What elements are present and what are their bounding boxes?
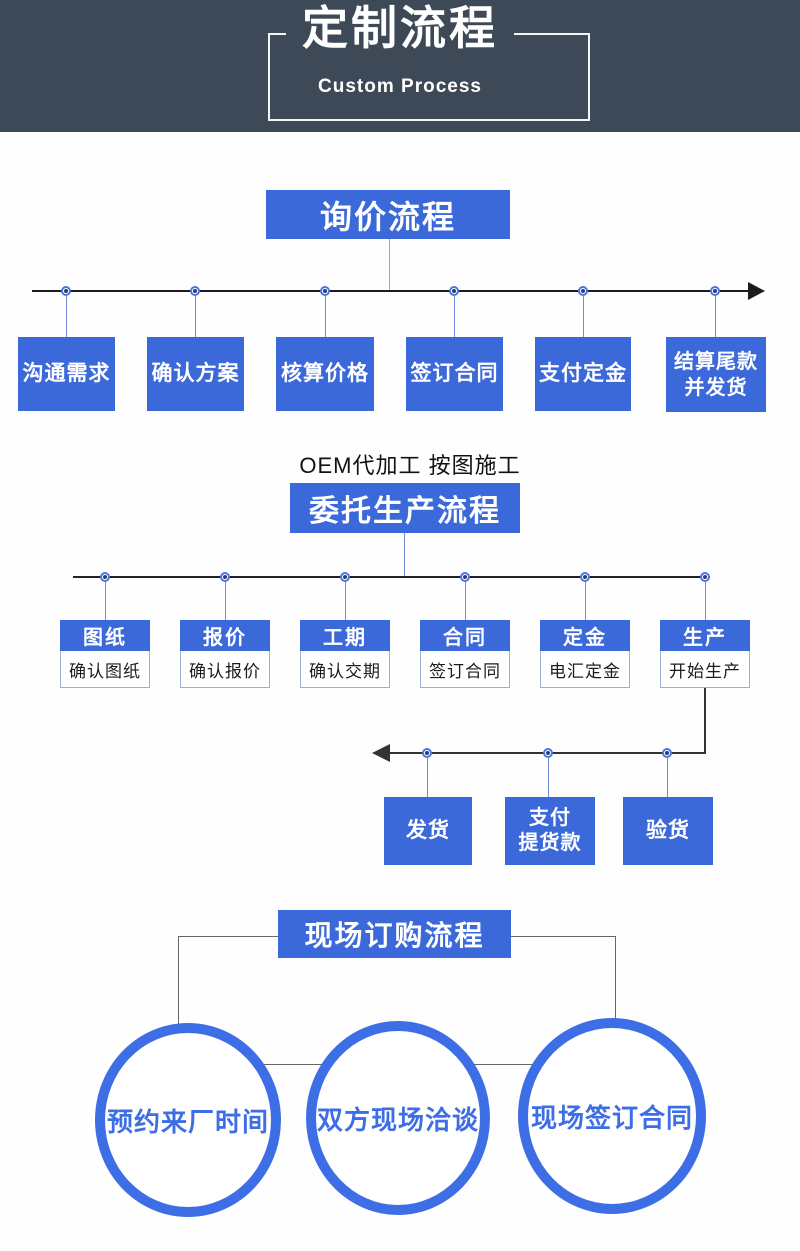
followup-box: 发货 <box>384 797 472 865</box>
drop-line <box>225 582 226 620</box>
onsite-title-box: 现场订购流程 <box>278 910 511 958</box>
flow-node <box>340 572 350 582</box>
stage-body: 开始生产 <box>660 651 750 688</box>
inquiry-step-box: 核算价格 <box>276 337 374 411</box>
inquiry-title-connector-line <box>389 239 390 291</box>
inquiry-axis-line <box>32 290 750 292</box>
drop-line <box>705 582 706 620</box>
flow-node <box>710 286 720 296</box>
flow-node <box>422 748 432 758</box>
flow-node <box>190 286 200 296</box>
stage-box: 定金 电汇定金 <box>540 620 630 688</box>
elbow-vertical-line <box>704 688 706 754</box>
flow-node <box>449 286 459 296</box>
oem-label: OEM代加工 按图施工 <box>299 453 521 478</box>
drop-line <box>667 758 668 797</box>
stage-body: 签订合同 <box>420 651 510 688</box>
production-title-box: 委托生产流程 <box>290 483 520 533</box>
stage-box: 报价 确认报价 <box>180 620 270 688</box>
drop-line <box>715 296 716 337</box>
production-title-connector-line <box>404 533 405 577</box>
stage-header: 定金 <box>540 620 630 651</box>
bracket-line <box>178 936 179 1065</box>
flow-node <box>700 572 710 582</box>
onsite-process-circle: 现场签订合同 <box>518 1018 706 1214</box>
page-title: 定制流程 <box>0 0 800 56</box>
stage-body: 电汇定金 <box>540 651 630 688</box>
followup-box: 验货 <box>623 797 713 865</box>
stage-body: 确认图纸 <box>60 651 150 688</box>
drop-line <box>195 296 196 337</box>
inquiry-step-box: 沟通需求 <box>18 337 115 411</box>
inquiry-step-box: 支付定金 <box>535 337 631 411</box>
drop-line <box>66 296 67 337</box>
flow-node <box>580 572 590 582</box>
flow-node <box>662 748 672 758</box>
stage-header: 生产 <box>660 620 750 651</box>
drop-line <box>427 758 428 797</box>
stage-header: 报价 <box>180 620 270 651</box>
bracket-line <box>511 936 616 937</box>
bracket-line <box>178 936 278 937</box>
flow-node <box>460 572 470 582</box>
header-banner: 定制流程 Custom Process <box>0 0 800 132</box>
stage-header: 图纸 <box>60 620 150 651</box>
drop-line <box>105 582 106 620</box>
stage-header: 合同 <box>420 620 510 651</box>
flow-node <box>220 572 230 582</box>
drop-line <box>345 582 346 620</box>
inquiry-step-box: 签订合同 <box>406 337 503 411</box>
arrowhead-left-icon <box>372 744 390 762</box>
inquiry-step-box: 确认方案 <box>147 337 244 411</box>
flow-node <box>61 286 71 296</box>
flow-node <box>543 748 553 758</box>
drop-line <box>548 758 549 797</box>
flow-node <box>578 286 588 296</box>
bracket-line <box>615 936 616 1065</box>
page-subtitle: Custom Process <box>318 76 482 97</box>
stage-header: 工期 <box>300 620 390 651</box>
flow-node <box>100 572 110 582</box>
drop-line <box>454 296 455 337</box>
stage-box: 工期 确认交期 <box>300 620 390 688</box>
onsite-process-circle: 预约来厂时间 <box>95 1023 281 1217</box>
stage-body: 确认报价 <box>180 651 270 688</box>
production-axis-line <box>73 576 710 578</box>
stage-box: 图纸 确认图纸 <box>60 620 150 688</box>
drop-line <box>325 296 326 337</box>
drop-line <box>465 582 466 620</box>
arrowhead-right-icon <box>748 282 765 300</box>
onsite-process-circle: 双方现场洽谈 <box>306 1021 490 1215</box>
flow-node <box>320 286 330 296</box>
followup-box: 支付 提货款 <box>505 797 595 865</box>
drop-line <box>585 582 586 620</box>
inquiry-title-box: 询价流程 <box>266 190 510 239</box>
drop-line <box>583 296 584 337</box>
stage-body: 确认交期 <box>300 651 390 688</box>
stage-box: 生产 开始生产 <box>660 620 750 688</box>
stage-box: 合同 签订合同 <box>420 620 510 688</box>
inquiry-step-box: 结算尾款 并发货 <box>666 337 766 412</box>
